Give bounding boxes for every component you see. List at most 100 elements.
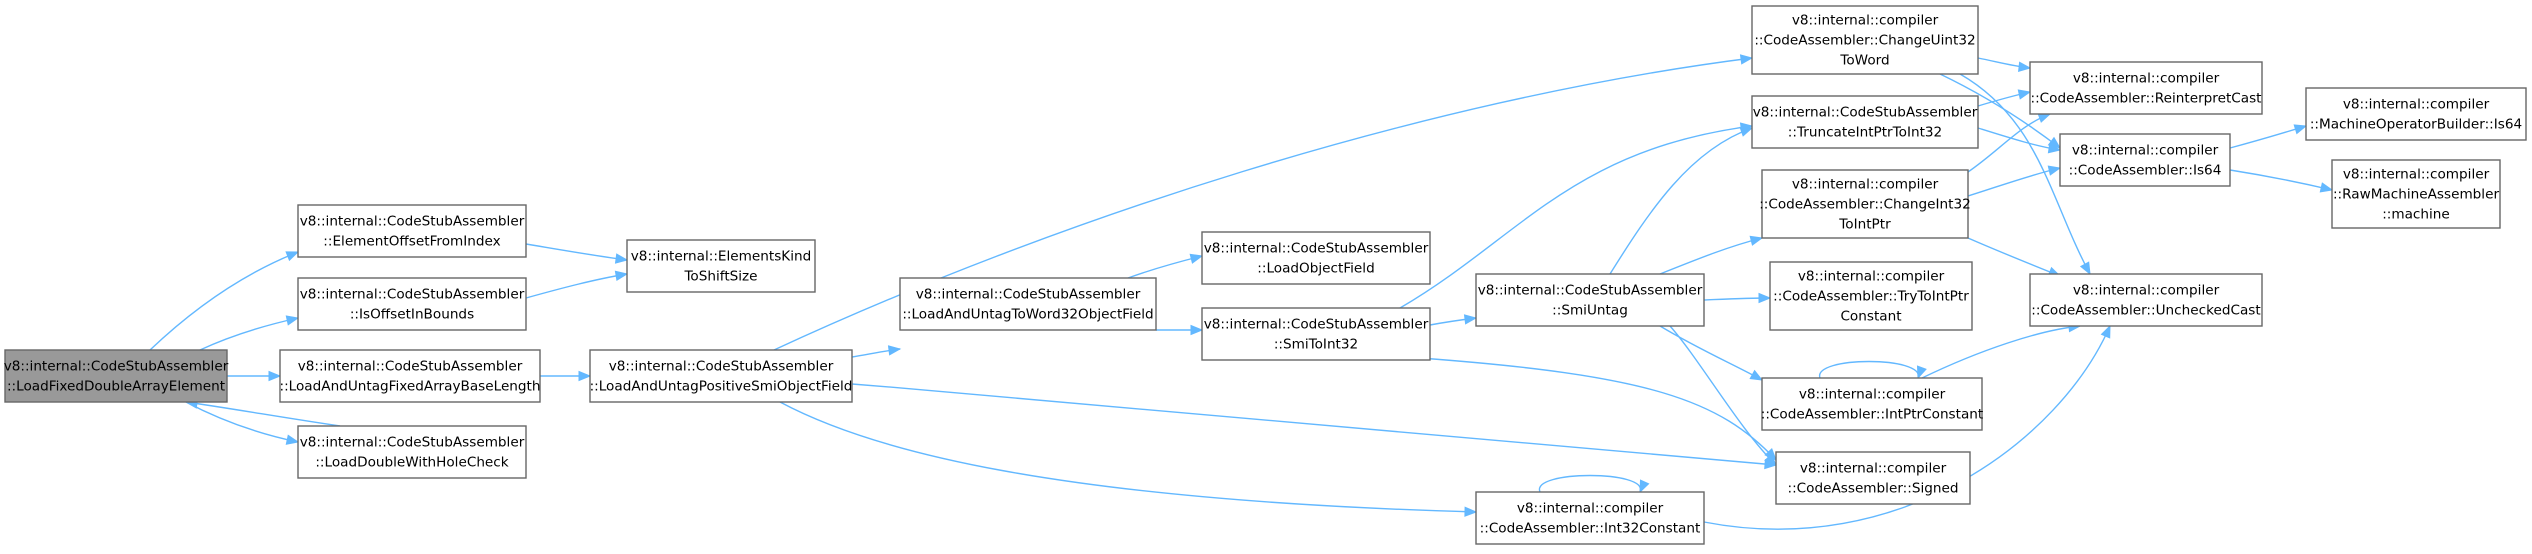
node-label-line: v8::internal::CodeStubAssembler [1478,282,1703,298]
edge-line [1939,73,2061,149]
node-label-line: v8::internal::compiler [2343,166,2490,182]
arrowhead [1464,506,1478,517]
node-box [2029,61,2263,115]
node-box [297,277,527,331]
edge-line [1921,325,2081,379]
node-tiptoi32[interactable]: v8::internal::CodeStubAssembler::Truncat… [1751,95,1979,149]
arrowhead [1749,235,1764,246]
edge-line [525,273,628,299]
arrowhead [2017,89,2032,100]
edge-line [1659,237,1763,275]
node-cu32tw[interactable]: v8::internal::compiler::CodeAssembler::C… [1751,5,1979,75]
arrowhead [1764,453,1777,466]
node-reinterpret[interactable]: v8::internal::compiler::CodeAssembler::R… [2029,61,2263,115]
arrowhead [1739,54,1754,65]
node-laupsof[interactable]: v8::internal::CodeStubAssembler::LoadAnd… [589,349,853,403]
node-smiuntag[interactable]: v8::internal::CodeStubAssembler::SmiUnta… [1475,273,1705,327]
node-box [1751,5,1979,75]
node-mobis64[interactable]: v8::internal::compiler::MachineOperatorB… [2305,87,2527,141]
arrowhead [2018,61,2032,72]
arrowhead [1749,369,1764,381]
arrowhead [285,434,300,445]
node-ipc[interactable]: v8::internal::compiler::CodeAssembler::I… [1761,377,1984,431]
arrowhead [1758,292,1772,304]
node-ci32tip[interactable]: v8::internal::compiler::CodeAssembler::C… [1759,169,1971,239]
node-label-line: ::LoadFixedDoubleArrayElement [7,378,225,394]
edge-laupsof-to-lautw32 [851,345,902,358]
edge-smiuntag-to-signed [1669,325,1777,466]
node-box [626,239,816,293]
node-root[interactable]: v8::internal::CodeStubAssembler::LoadFix… [4,349,229,403]
node-ldwhc[interactable]: v8::internal::CodeStubAssembler::LoadDou… [297,425,527,479]
node-box [279,349,541,403]
node-label-line: ::RawMachineAssembler [2333,186,2499,202]
node-lautw32[interactable]: v8::internal::CodeStubAssembler::LoadAnd… [899,277,1157,331]
edge-line [149,251,299,351]
edge-line [1669,325,1777,466]
arrowhead [2047,142,2062,154]
node-label-line: v8::internal::CodeStubAssembler [609,358,834,374]
node-box [2331,159,2501,229]
edge-line [1539,474,1641,493]
node-ttipc[interactable]: v8::internal::compiler::CodeAssembler::T… [1769,261,1973,331]
edge-smiuntag-to-ipc [1659,325,1764,381]
edge-lautw32-to-lof [1127,253,1204,279]
arrowhead [2319,182,2334,193]
arrowhead [614,253,629,264]
node-label-line: v8::internal::ElementsKind [631,248,811,264]
arrowhead [285,315,300,326]
nodes-layer: v8::internal::CodeStubAssembler::LoadFix… [4,5,2527,545]
edge-ci32tip-to-is64 [1967,165,2062,197]
node-rammachine[interactable]: v8::internal::compiler::RawMachineAssemb… [2331,159,2501,229]
node-box [589,349,853,403]
arrowhead [1463,314,1478,325]
edge-laupsof-to-signed [851,383,1778,470]
node-label-line: ::CodeAssembler::ReinterpretCast [2030,90,2261,106]
arrowhead [2037,113,2052,123]
edge-ipc-to-ipc [1819,360,1927,380]
node-eofi[interactable]: v8::internal::CodeStubAssembler::Element… [297,204,527,258]
node-int32const[interactable]: v8::internal::compiler::CodeAssembler::I… [1475,491,1705,545]
edge-line [1967,167,2061,197]
edge-line [1819,360,1919,379]
node-label-line: v8::internal::CodeStubAssembler [298,358,523,374]
edge-line [1419,357,1777,461]
edge-line [1659,325,1763,381]
node-unchecked[interactable]: v8::internal::compiler::CodeAssembler::U… [2029,273,2263,327]
edge-laupsof-to-int32const [779,401,1478,517]
edge-eofi-to-ekts [525,243,629,264]
node-lafabl[interactable]: v8::internal::CodeStubAssembler::LoadAnd… [279,349,541,403]
node-label-line: v8::internal::compiler [1800,460,1947,476]
node-label-line: v8::internal::compiler [2073,70,2220,86]
node-box [2305,87,2527,141]
edge-root-to-ioib [199,315,300,351]
node-signed[interactable]: v8::internal::compiler::CodeAssembler::S… [1775,451,1971,505]
node-label-line: ::CodeAssembler::Int32Constant [1480,520,1701,536]
node-label-line: ::SmiUntag [1552,302,1628,318]
node-label-line: ::CodeAssembler::Is64 [2069,162,2222,178]
arrowhead [1189,253,1204,264]
node-label-line: ToShiftSize [683,268,757,284]
arrowhead [2079,261,2091,276]
arrowhead [614,270,629,282]
arrowhead [1739,126,1754,137]
arrowhead [1190,324,1204,336]
node-label-line: ::ElementOffsetFromIndex [323,233,500,249]
node-label-line: v8::internal::compiler [1798,268,1945,284]
edge-lautw32-to-smitoint32 [1156,324,1204,336]
node-label-line: v8::internal::CodeStubAssembler [1204,240,1429,256]
node-is64[interactable]: v8::internal::compiler::CodeAssembler::I… [2059,133,2231,187]
edge-line [2229,169,2333,191]
edge-line [1127,255,1203,279]
edge-tiptoi32-to-reinterpret [1977,89,2032,107]
edge-is64-to-mobis64 [2229,124,2308,149]
node-label-line: ::LoadAndUntagFixedArrayBaseLength [280,378,541,394]
node-box [2029,273,2263,327]
node-label-line: ::LoadDoubleWithHoleCheck [315,454,508,470]
node-smitoint32[interactable]: v8::internal::CodeStubAssembler::SmiToIn… [1201,307,1431,361]
edge-line [1609,127,1753,275]
edge-smiuntag-to-ttipc [1703,292,1772,304]
node-lof[interactable]: v8::internal::CodeStubAssembler::LoadObj… [1201,231,1431,285]
node-ioib[interactable]: v8::internal::CodeStubAssembler::IsOffse… [297,277,527,331]
